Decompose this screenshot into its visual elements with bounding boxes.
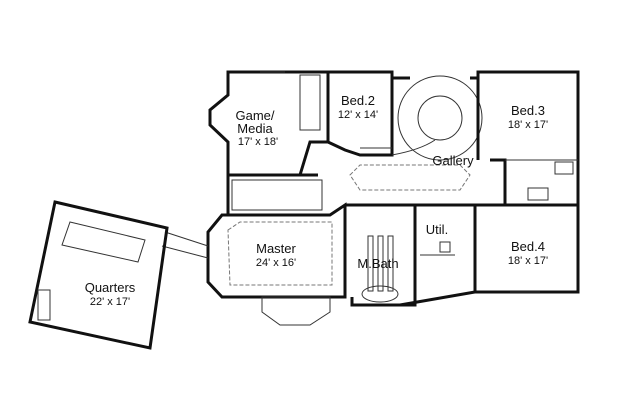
master-room xyxy=(206,202,347,326)
game-media-label-2: Media xyxy=(237,121,273,136)
bridge xyxy=(161,231,209,259)
game-media-size: 17' x 18' xyxy=(238,136,278,148)
utility-label: Util. xyxy=(426,222,448,237)
bed3-label: Bed.3 xyxy=(511,103,545,118)
quarters-room xyxy=(28,200,169,350)
bed4-room xyxy=(473,203,580,294)
utility-room xyxy=(399,203,477,307)
master-size: 24' x 16' xyxy=(256,257,296,269)
gallery-label: Gallery xyxy=(432,153,474,168)
bed2-size: 12' x 14' xyxy=(338,109,378,121)
bed3-size: 18' x 17' xyxy=(508,119,548,131)
quarters-label: Quarters xyxy=(85,280,136,295)
bed4-label: Bed.4 xyxy=(511,239,545,254)
bed3-room xyxy=(476,70,580,207)
spiral-staircase xyxy=(391,75,483,161)
bed2-room xyxy=(326,70,394,157)
bed4-size: 18' x 17' xyxy=(508,255,548,267)
gallery xyxy=(226,164,471,217)
master-label: Master xyxy=(256,241,296,256)
bed2-label: Bed.2 xyxy=(341,93,375,108)
quarters-size: 22' x 17' xyxy=(90,296,130,308)
master-bath xyxy=(345,203,417,307)
game-media-label-1: Game/ xyxy=(235,108,274,123)
master-bath-label: M.Bath xyxy=(357,256,398,271)
